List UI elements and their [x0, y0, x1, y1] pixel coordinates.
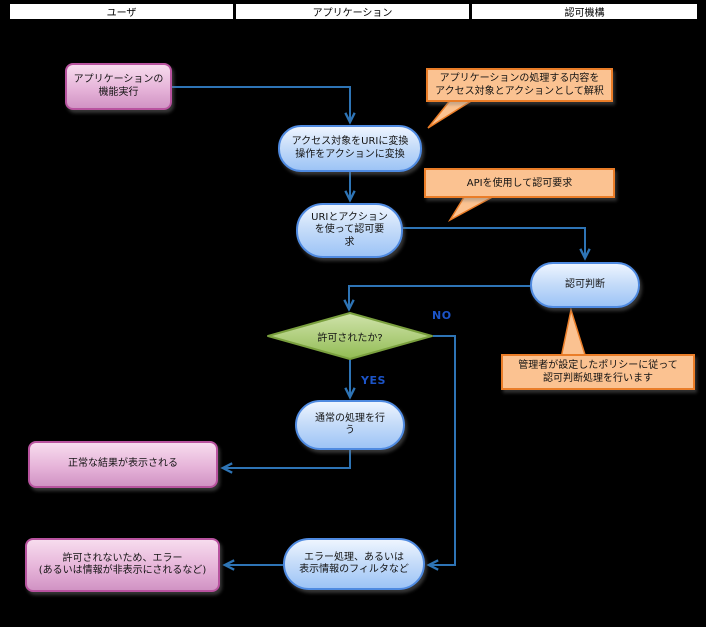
- arrow-decide-to-permitted: [349, 285, 530, 308]
- node-normal-processing: 通常の処理を行 う: [295, 400, 405, 450]
- edge-label-no: NO: [432, 309, 452, 322]
- arrow-exec-to-convert: [172, 86, 350, 121]
- node-authz-request: URIとアクション を使って認可要 求: [296, 203, 403, 258]
- callout-policy: 管理者が設定したポリシーに従って 認可判断処理を行います: [501, 354, 695, 390]
- node-result-error: 許可されないため、エラー (あるいは情報が非表示にされるなど): [25, 538, 220, 592]
- lane-header-user: ユーザ: [8, 2, 235, 21]
- callout-api: APIを使用して認可要求: [424, 168, 615, 198]
- node-permitted-shape: [267, 312, 433, 360]
- callout-interpret-tail: [427, 97, 479, 129]
- node-convert: アクセス対象をURIに変換 操作をアクションに変換: [278, 125, 422, 172]
- lane-label: アプリケーション: [312, 8, 393, 19]
- callout-interpret: アプリケーションの処理する内容を アクセス対象とアクションとして解釈: [426, 68, 613, 102]
- node-error-processing: エラー処理、あるいは 表示情報のフィルタなど: [283, 538, 425, 590]
- node-app-exec: アプリケーションの 機能実行: [65, 63, 172, 110]
- arrow-no-to-error: [430, 335, 456, 565]
- lane-label: 認可機構: [564, 8, 605, 19]
- node-permitted-label: 許可されたか?: [317, 333, 383, 344]
- edge-label-yes: YES: [361, 374, 386, 387]
- lane-header-authz: 認可機構: [471, 2, 699, 21]
- node-authz-decision: 認可判断: [530, 262, 640, 308]
- lane-label: ユーザ: [106, 8, 137, 19]
- callout-policy-tail: [560, 307, 588, 359]
- swimlane-header: ユーザ アプリケーション 認可機構: [8, 2, 699, 21]
- arrow-request-to-decide: [403, 227, 585, 257]
- lane-header-application: アプリケーション: [235, 2, 471, 21]
- arrow-normal-to-result: [224, 450, 351, 468]
- node-result-ok: 正常な結果が表示される: [28, 441, 218, 488]
